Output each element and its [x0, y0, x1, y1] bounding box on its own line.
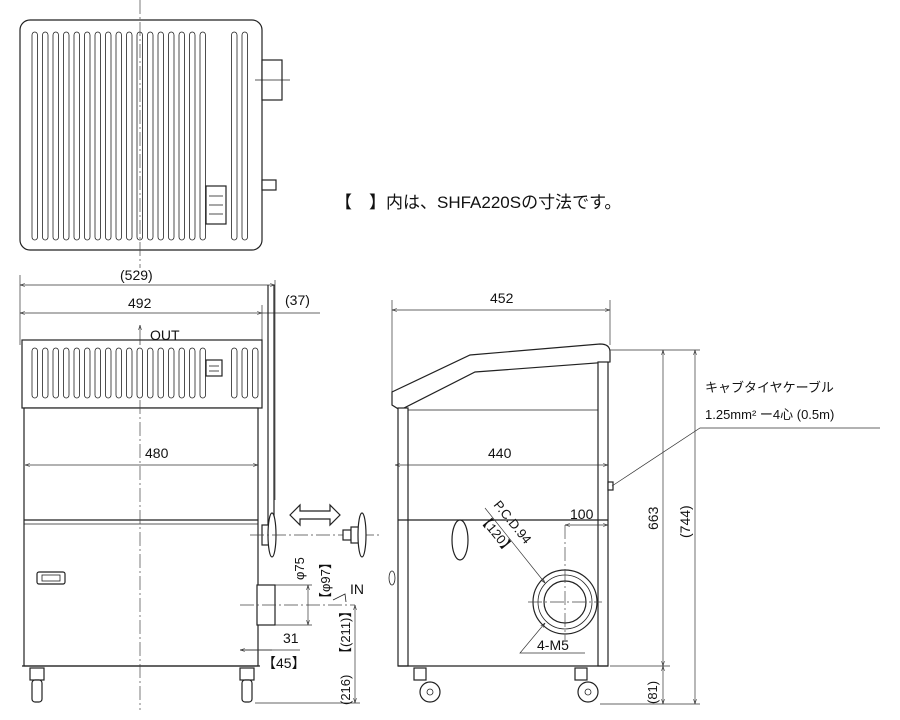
louver-slot	[52, 347, 59, 399]
louver-slot	[231, 31, 238, 241]
dim-overall-width: (529)	[120, 267, 153, 283]
hood-side	[391, 343, 611, 411]
louver-slot	[147, 31, 154, 241]
caster-rear-side	[574, 667, 599, 703]
louver-slot	[73, 347, 80, 399]
dim-flange-offset: 100	[570, 506, 594, 522]
handle-side	[451, 519, 469, 561]
louver-slot	[94, 31, 101, 241]
louver-slot	[178, 31, 185, 241]
louver-slot	[189, 347, 196, 399]
dim-inlet-height-alt: 【(211)】	[338, 605, 353, 660]
caster-front-side	[413, 667, 441, 703]
louver-slot	[241, 31, 248, 241]
louver-slot	[252, 347, 259, 399]
dim-overall-depth: 452	[490, 290, 514, 306]
side-view: 452 440 100 P.C.D.94 【120】 4-M5 663 (7	[388, 290, 880, 705]
louver-slot	[63, 347, 70, 399]
front-view: (529) 492 (37) OUT 480	[19, 267, 380, 710]
louver-slot	[84, 31, 91, 241]
louver-slot	[31, 347, 38, 399]
louver-slot	[147, 347, 154, 399]
louver-slot	[63, 31, 70, 241]
louver-slot	[115, 31, 122, 241]
louver-slot	[199, 31, 206, 241]
louver-slot	[126, 347, 133, 399]
louver-slot	[105, 347, 112, 399]
louver-slot	[136, 347, 143, 399]
louver-slot	[241, 347, 248, 399]
dim-inlet-offset-alt: 【45】	[262, 655, 306, 671]
cable-spec: 1.25mm² ー4心 (0.5m)	[705, 407, 834, 422]
bolt-label: 4-M5	[537, 637, 569, 653]
louver-slot	[84, 347, 91, 399]
louver-slot	[115, 347, 122, 399]
detach-arrow-icon	[289, 503, 341, 527]
outlet-label: OUT	[150, 327, 180, 343]
louver-slot	[189, 31, 196, 241]
louver-slot	[157, 31, 164, 241]
cable-label: キャブタイヤケーブル	[705, 380, 834, 395]
louver-slot	[126, 31, 133, 241]
louver-slot	[231, 347, 238, 399]
top-view	[19, 0, 290, 268]
dim-overall-height: (744)	[677, 505, 693, 538]
caster-right	[239, 667, 255, 703]
dim-inlet-dia-alt: 【φ97】	[318, 556, 333, 605]
cable-gland	[607, 481, 614, 491]
caster-left	[29, 667, 45, 703]
dim-body-width: 480	[145, 445, 169, 461]
dim-hood-width: 492	[128, 295, 152, 311]
louver-slot	[178, 347, 185, 399]
dim-body-height: 663	[645, 506, 661, 530]
louver-slot	[157, 347, 164, 399]
removed-flange	[357, 512, 367, 558]
dim-body-depth: 440	[488, 445, 512, 461]
louver-slot	[168, 31, 175, 241]
louver-slot	[168, 347, 175, 399]
dim-caster-height: (81)	[645, 681, 660, 704]
louver-slot	[73, 31, 80, 241]
louver-slot	[94, 347, 101, 399]
louver-slot	[42, 31, 49, 241]
dim-inlet-dia: φ75	[292, 557, 307, 580]
dim-pipe-offset: (37)	[285, 292, 310, 308]
louver-slot	[31, 31, 38, 241]
louver-slot	[52, 31, 59, 241]
handle-front	[36, 571, 66, 585]
dimension-note: 【 】内は、SHFA220Sの寸法です。	[335, 193, 621, 212]
inlet-label: IN	[350, 581, 364, 597]
fitting-top	[261, 179, 277, 191]
dim-inlet-offset: 31	[283, 630, 299, 646]
dim-inlet-height: (216)	[338, 675, 353, 705]
cabinet	[23, 407, 259, 667]
louver-slot	[42, 347, 49, 399]
hood	[21, 339, 263, 409]
louver-slot	[105, 31, 112, 241]
